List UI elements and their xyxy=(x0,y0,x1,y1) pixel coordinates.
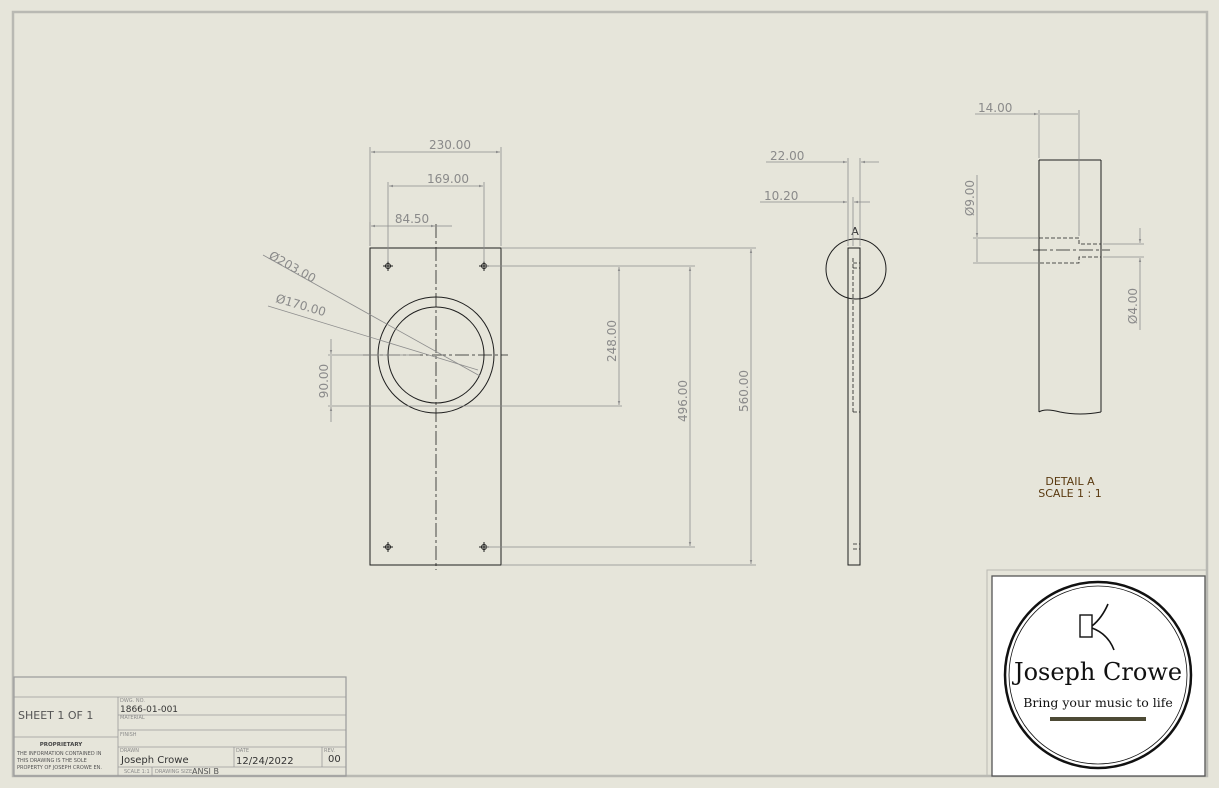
proprietary-line: THE INFORMATION CONTAINED IN xyxy=(16,751,102,757)
detail-scale: SCALE 1 : 1 xyxy=(1038,487,1101,500)
dim-detail-dia4: Ø4.00 xyxy=(1126,288,1140,324)
title-block: SHEET 1 OF 1 DWG. NO. 1866-01-001 MATERI… xyxy=(13,676,347,777)
dim-height-90: 90.00 xyxy=(317,364,331,398)
rev-label: REV. xyxy=(324,748,335,754)
logo-bar xyxy=(1050,717,1146,721)
drawing-size-label: DRAWING SIZE xyxy=(155,769,192,775)
dim-detail-dia9: Ø9.00 xyxy=(963,180,977,216)
scale-label: SCALE 1:1 xyxy=(124,769,150,775)
material-label: MATERIAL xyxy=(120,715,145,721)
finish-label: FINISH xyxy=(120,732,137,738)
side-outline xyxy=(847,247,861,566)
drawn-label: DRAWN xyxy=(120,748,139,754)
date-label: DATE xyxy=(236,748,249,754)
dim-height-248: 248.00 xyxy=(605,320,619,362)
dim-detail-14: 14.00 xyxy=(978,101,1012,115)
dim-width-84: 84.50 xyxy=(395,212,429,226)
mounting-hole xyxy=(383,542,393,552)
front-view xyxy=(363,224,508,570)
dim-thick-10: 10.20 xyxy=(764,189,798,203)
sheet-number: SHEET 1 OF 1 xyxy=(18,709,93,722)
dim-width-230: 230.00 xyxy=(429,138,471,152)
dim-width-169: 169.00 xyxy=(427,172,469,186)
dwg-no-label: DWG. NO. xyxy=(120,698,145,704)
sheet-border xyxy=(11,10,1209,778)
dim-thick-22: 22.00 xyxy=(770,149,804,163)
section-marker-a: A xyxy=(851,225,859,238)
proprietary-line: PROPERTY OF JOSEPH CROWE EN. xyxy=(17,765,102,771)
logo-name: Joseph Crowe xyxy=(1011,658,1182,686)
revision: 00 xyxy=(328,754,341,765)
mounting-hole xyxy=(383,261,393,271)
front-dimensions: 230.00 169.00 84.50 Ø203.00 Ø170.00 90.0… xyxy=(262,138,756,566)
drawing-size: ANSI B xyxy=(192,767,219,776)
proprietary-line: THIS DRAWING IS THE SOLE xyxy=(16,758,87,764)
detail-title: DETAIL A xyxy=(1045,475,1095,488)
date: 12/24/2022 xyxy=(236,756,294,767)
front-outline xyxy=(369,247,502,566)
dim-height-560: 560.00 xyxy=(737,370,751,412)
dwg-no: 1866-01-001 xyxy=(120,705,178,715)
dim-height-496: 496.00 xyxy=(676,380,690,422)
company-logo: Joseph Crowe Bring your music to life xyxy=(986,569,1208,777)
logo-tagline: Bring your music to life xyxy=(1023,695,1173,710)
side-view: A 22.00 10.20 xyxy=(760,149,887,566)
detail-circle-a xyxy=(825,238,887,300)
dim-dia-203: Ø203.00 xyxy=(267,248,319,285)
proprietary-heading: PROPRIETARY xyxy=(40,742,84,748)
drawn-by: Joseph Crowe xyxy=(120,755,189,766)
speaker-icon xyxy=(1079,603,1115,651)
detail-view: 14.00 Ø9.00 Ø4.00 DETAIL A SCALE 1 : 1 xyxy=(963,101,1144,500)
dim-dia-170: Ø170.00 xyxy=(274,291,327,319)
